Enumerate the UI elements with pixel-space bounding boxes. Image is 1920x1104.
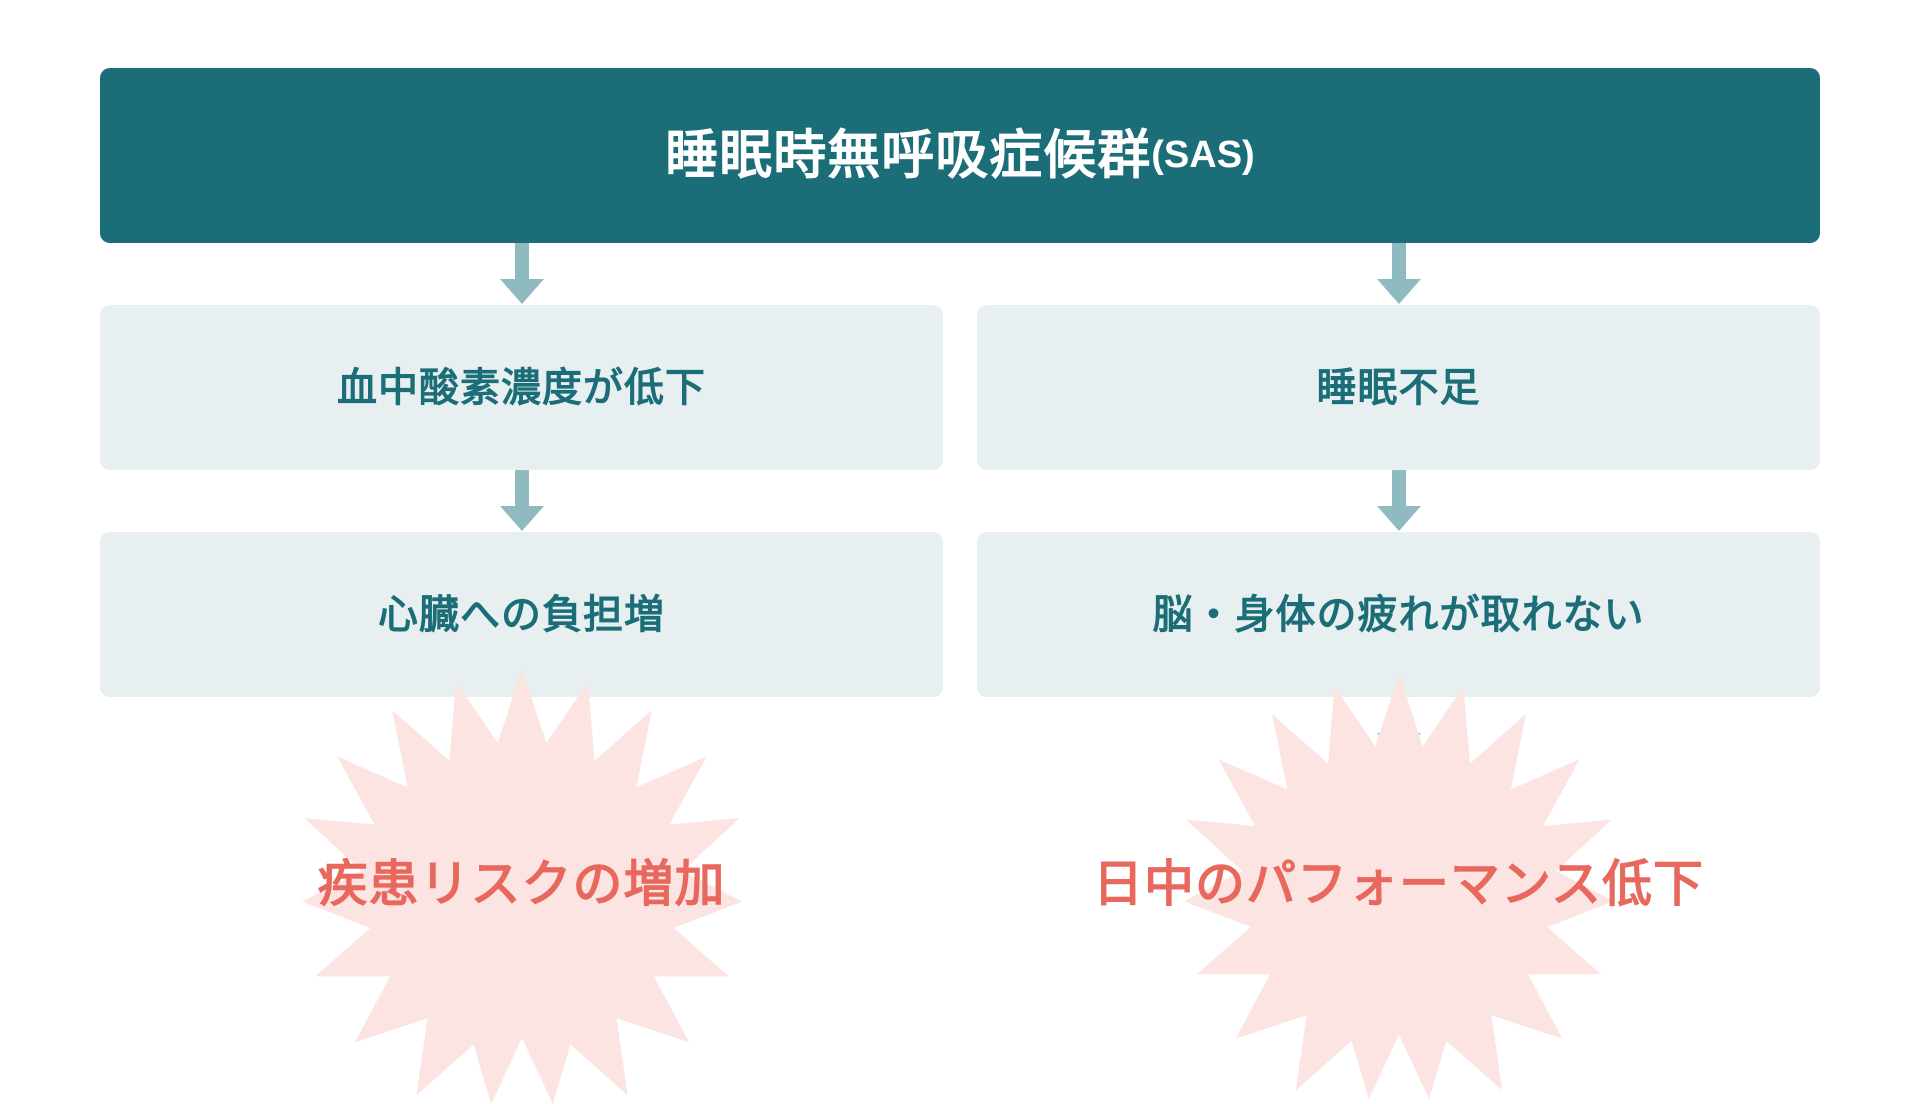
- down-arrow-icon: [977, 243, 1820, 305]
- header-title: 睡眠時無呼吸症候群: [665, 126, 1152, 185]
- down-arrow-icon: [100, 243, 943, 305]
- flow-node-right-1: 睡眠不足: [977, 305, 1820, 470]
- down-arrow-icon: [977, 470, 1820, 532]
- header-banner: 睡眠時無呼吸症候群(SAS): [100, 68, 1820, 243]
- header-abbreviation: (SAS): [1151, 134, 1255, 176]
- flow-node-label: 心臓への負担増: [378, 592, 665, 637]
- flow-column-right: 睡眠不足 脳・身体の疲れが取れない 日中のパフォーマンス低下: [977, 243, 1820, 1099]
- flow-node-label: 睡眠不足: [1316, 365, 1481, 410]
- flow-node-right-2: 脳・身体の疲れが取れない: [977, 532, 1820, 697]
- down-arrow-icon: [977, 697, 1820, 759]
- diagram-canvas: 睡眠時無呼吸症候群(SAS) 血中酸素濃度が低下 心臓への負担増: [100, 68, 1820, 1104]
- flow-node-label: 血中酸素濃度が低下: [337, 365, 706, 410]
- outcome-left: 疾患リスクの増加: [100, 668, 943, 1104]
- flow-node-label: 脳・身体の疲れが取れない: [1152, 592, 1645, 637]
- outcome-label: 日中のパフォーマンス低下: [1093, 856, 1704, 912]
- flow-column-left: 血中酸素濃度が低下 心臓への負担増 疾患リスクの増加: [100, 243, 943, 1104]
- down-arrow-icon: [100, 697, 943, 759]
- outcome-right: 日中のパフォーマンス低下: [977, 673, 1820, 1099]
- flow-node-left-2: 心臓への負担増: [100, 532, 943, 697]
- down-arrow-icon: [100, 470, 943, 532]
- flow-node-left-1: 血中酸素濃度が低下: [100, 305, 943, 470]
- outcome-label: 疾患リスクの増加: [317, 856, 726, 912]
